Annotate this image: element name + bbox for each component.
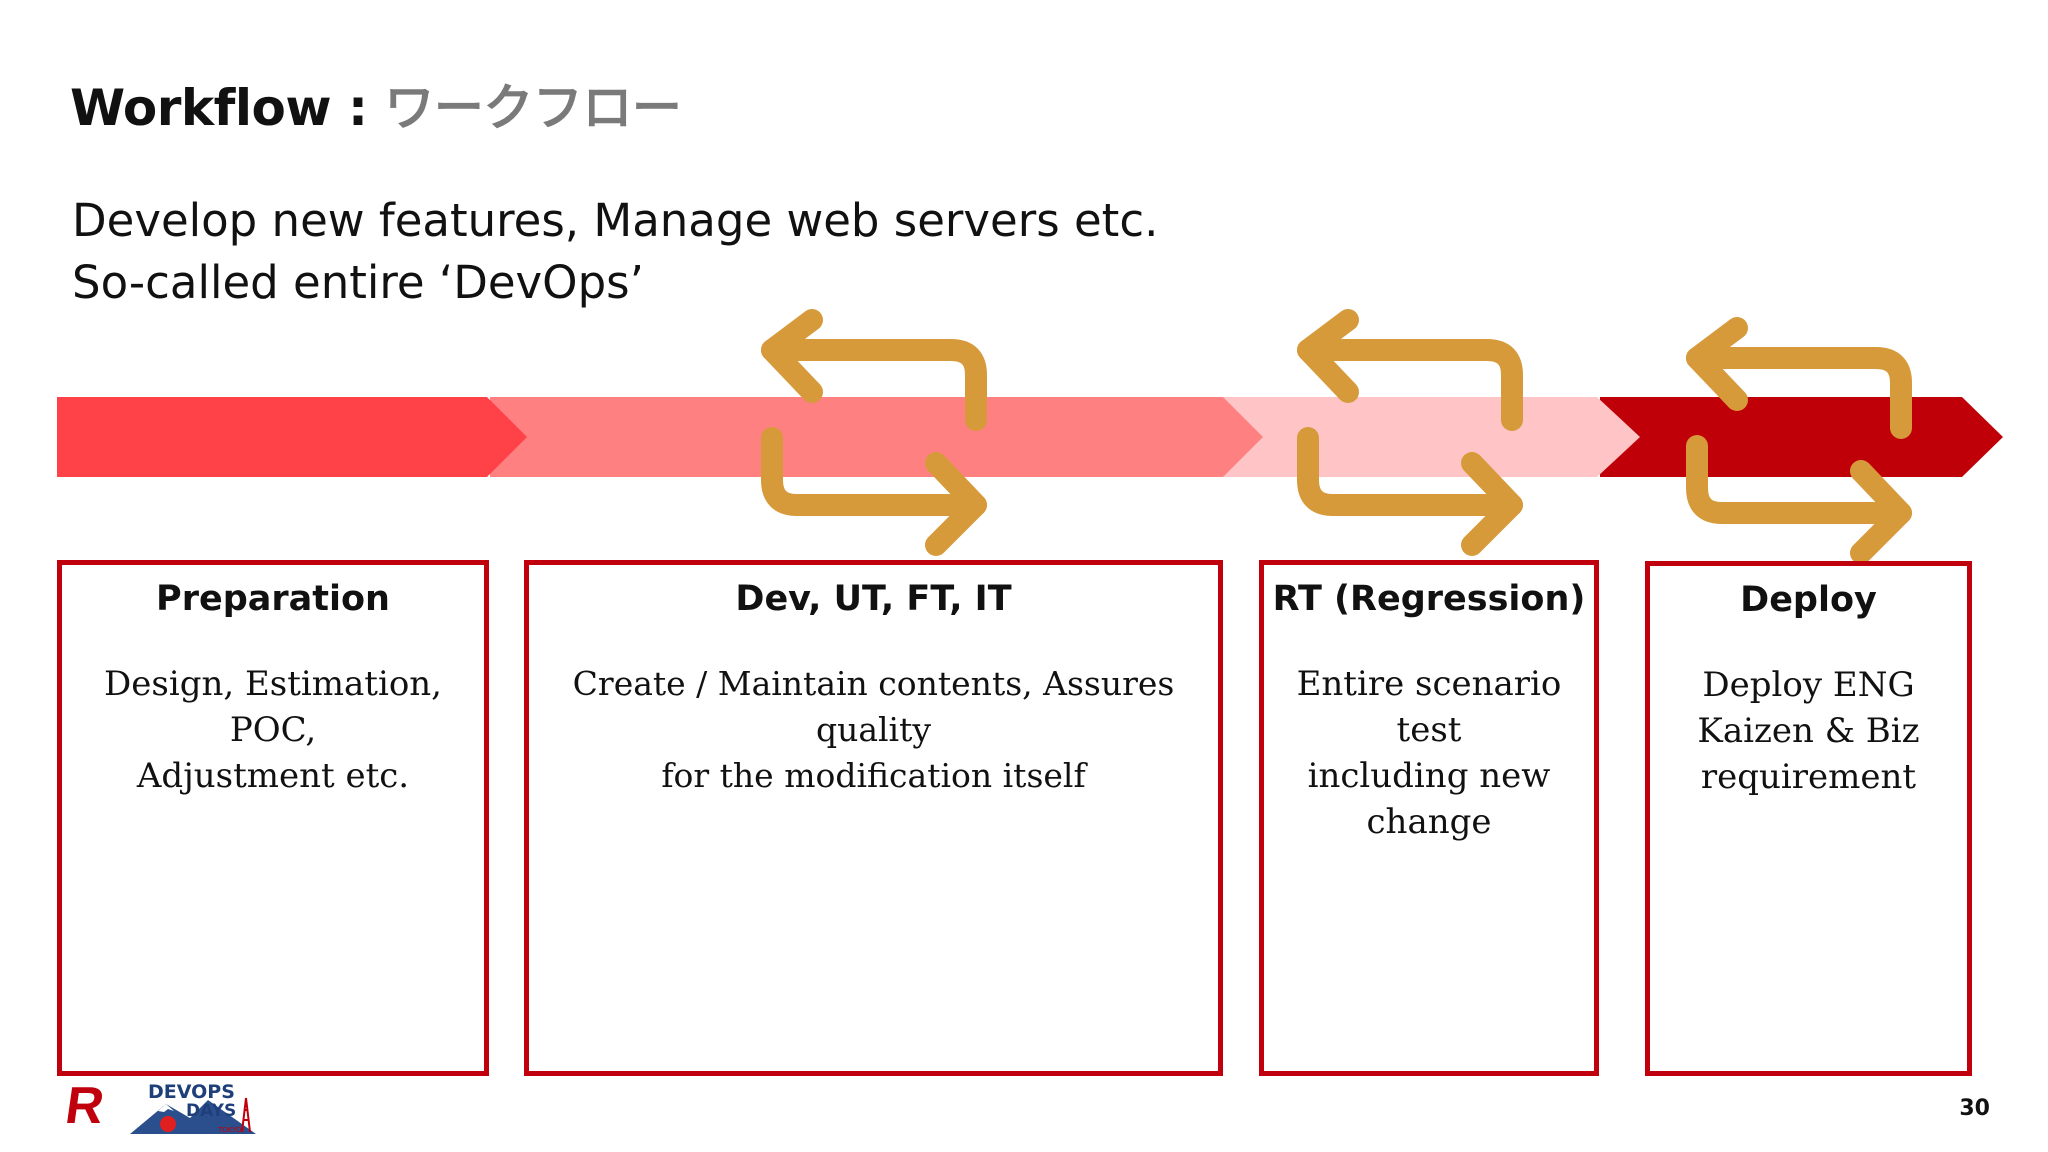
stage-description-line: requirement [1700,757,1917,797]
loop-arrows-icon [1686,317,1912,564]
event-logo-line-3: TOKYO [217,1126,242,1134]
stage-description-line: for the modification itself [661,756,1086,795]
stage-description-line: change [1366,802,1492,842]
stage-box-deploy: Deploy Deploy ENG Kaizen & Biz requireme… [1645,561,1972,1076]
stage-description-line: Design, Estimation, POC, [103,664,442,750]
title-main: Workflow [70,79,332,137]
stage-description: Create / Maintain contents, Assures qual… [529,661,1218,799]
event-logo-line-2: DAYS [186,1101,236,1121]
stage-title: Deploy [1740,580,1877,620]
devopsdays-tokyo-icon: DEVOPS DAYS TOKYO [130,1081,256,1134]
intro-text: Develop new features, Manage web servers… [72,190,1158,314]
stage-description-line: Entire scenario test [1296,664,1562,750]
event-logo-line-1: DEVOPS [148,1081,235,1103]
stage-description-line: Kaizen & Biz [1697,711,1920,751]
stage-band-preparation [57,397,527,477]
title-separator: : [331,79,385,137]
page-number: 30 [1959,1096,1990,1121]
stage-description: Design, Estimation, POC, Adjustment etc. [62,661,484,799]
intro-line-1: Develop new features, Manage web servers… [72,194,1159,247]
stage-title: RT (Regression) [1272,579,1586,619]
rakuten-r-icon: R [61,1077,108,1135]
stage-description: Entire scenario test including new chang… [1264,661,1594,845]
stage-band-dev [490,397,1263,477]
stage-title: Dev, UT, FT, IT [735,579,1012,619]
stage-description-line: Deploy ENG [1702,665,1915,705]
stage-band-deploy [1600,397,2003,477]
stage-band-rt [1220,397,1640,477]
stage-box-dev: Dev, UT, FT, IT Create / Maintain conten… [524,560,1223,1076]
stage-description-line: Create / Maintain contents, Assures qual… [572,664,1175,749]
stage-description-line: including new [1307,756,1551,796]
slide-title: Workflow : ワークフロー [70,68,682,140]
stage-box-regression: RT (Regression) Entire scenario test inc… [1259,560,1599,1076]
title-japanese: ワークフロー [384,79,682,137]
intro-line-2: So-called entire ‘DevOps’ [72,256,644,309]
loop-arrows-icon [761,309,987,556]
stage-description: Deploy ENG Kaizen & Biz requirement [1650,662,1967,800]
stage-title: Preparation [156,579,390,619]
stage-box-preparation: Preparation Design, Estimation, POC, Adj… [57,560,489,1076]
loop-arrows-icon [1297,309,1523,556]
stage-description-line: Adjustment etc. [136,756,410,796]
